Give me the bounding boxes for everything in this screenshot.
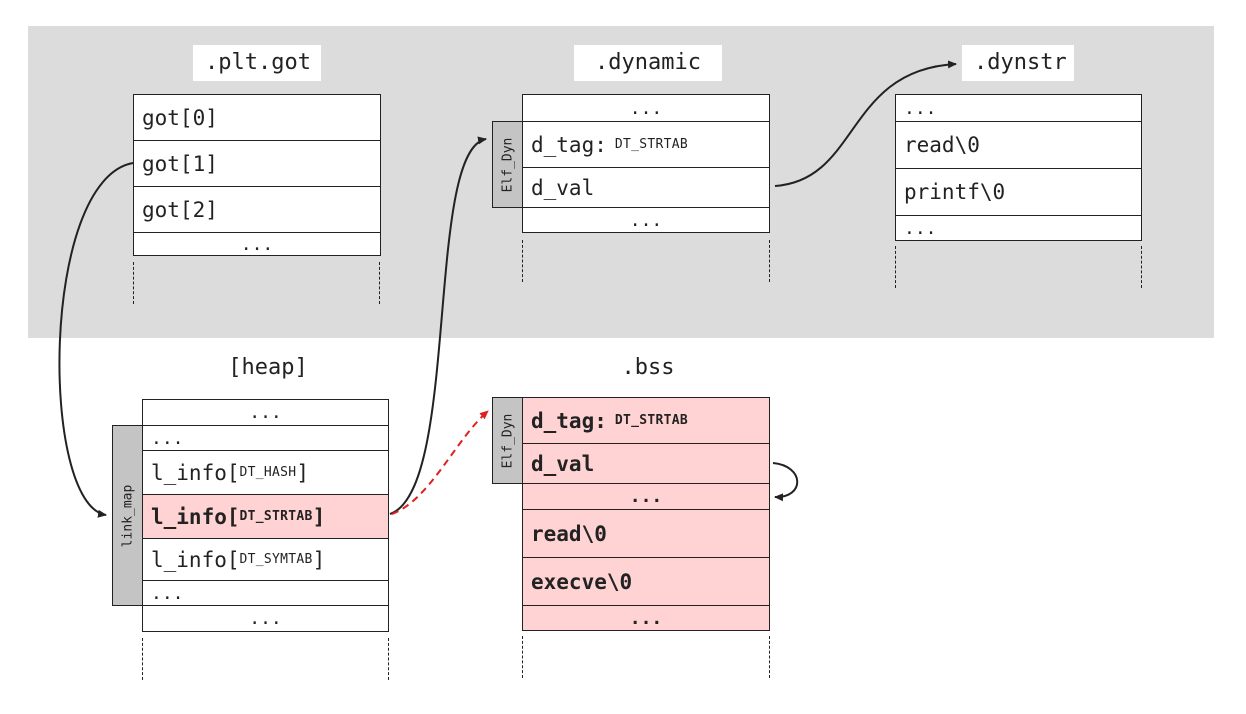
arrow-l-info-to-dynamic [389, 136, 487, 515]
arrow-forged-pointer-to-bss [391, 410, 489, 515]
dynstr-read-entry: read\0 [896, 122, 1141, 169]
dynamic-continuation-right [769, 240, 770, 282]
dynstr-table: ... read\0 printf\0 ... [895, 94, 1142, 241]
dynamic-d-val-row: d_val [523, 168, 769, 208]
dynstr-title: .dynstr [962, 45, 1074, 81]
l-info-dt-strtab-row: l_info[DT_STRTAB] [143, 495, 388, 539]
heap-continuation-left [142, 638, 143, 680]
bss-d-tag-row: d_tag: DT_STRTAB [523, 398, 769, 444]
l-info-dt-hash-row: l_info[DT_HASH] [143, 451, 388, 495]
heap-top-ellipsis: ... [143, 400, 388, 426]
dynstr-bottom-ellipsis: ... [904, 217, 937, 239]
plt-got-continuation-right [379, 262, 380, 304]
plt-got-table: got[0] got[1] got[2] ... [133, 94, 381, 256]
dynamic-table: ... d_tag: DT_STRTAB d_val ... [522, 94, 770, 233]
link-map-ellipsis-1: ... [143, 426, 388, 451]
plt-got-title: .plt.got [193, 45, 321, 81]
heap-table: ... ... l_info[DT_HASH] l_info[DT_STRTAB… [142, 399, 389, 632]
dynamic-top-ellipsis: ... [523, 95, 769, 122]
bss-execve-string-row: execve\0 [523, 558, 769, 606]
dynstr-printf-entry: printf\0 [896, 169, 1141, 216]
heap-title: [heap] [228, 355, 308, 380]
dynamic-title: .dynamic [574, 45, 722, 81]
bss-table: d_tag: DT_STRTAB d_val ... read\0 execve… [522, 397, 770, 631]
arrow-got1-to-link-map [58, 162, 134, 518]
arrow-d-val-to-dynstr [774, 60, 957, 187]
heap-continuation-right [388, 638, 389, 680]
dynamic-bottom-ellipsis: ... [629, 209, 663, 231]
got-entry-0: got[0] [134, 95, 380, 141]
dynstr-continuation-right [1141, 246, 1142, 288]
l-info-dt-symtab-row: l_info[DT_SYMTAB] [143, 539, 388, 581]
bss-read-string-row: read\0 [523, 510, 769, 558]
got-ellipsis: ... [240, 233, 274, 255]
link-map-ellipsis-2: ... [143, 581, 388, 606]
dynamic-continuation-left [522, 240, 523, 282]
bss-continuation-left [522, 636, 523, 678]
bss-ellipsis-2: ... [523, 606, 769, 630]
dynstr-continuation-left [895, 246, 896, 288]
dynstr-top-ellipsis: ... [896, 95, 1141, 122]
bss-title: .bss [621, 355, 675, 380]
heap-bottom-ellipsis: ... [249, 608, 282, 629]
plt-got-continuation-left [133, 262, 134, 304]
got-entry-2: got[2] [134, 187, 380, 233]
bss-ellipsis-1: ... [523, 484, 769, 510]
bss-continuation-right [769, 636, 770, 678]
bss-d-val-row: d_val [523, 444, 769, 484]
arrow-bss-d-val-self-reference [772, 462, 799, 502]
dynamic-d-tag-row: d_tag: DT_STRTAB [523, 122, 769, 168]
got-entry-1: got[1] [134, 141, 380, 187]
dynamic-elf-dyn-label: Elf_Dyn [492, 121, 524, 208]
bss-elf-dyn-label: Elf_Dyn [492, 397, 524, 484]
